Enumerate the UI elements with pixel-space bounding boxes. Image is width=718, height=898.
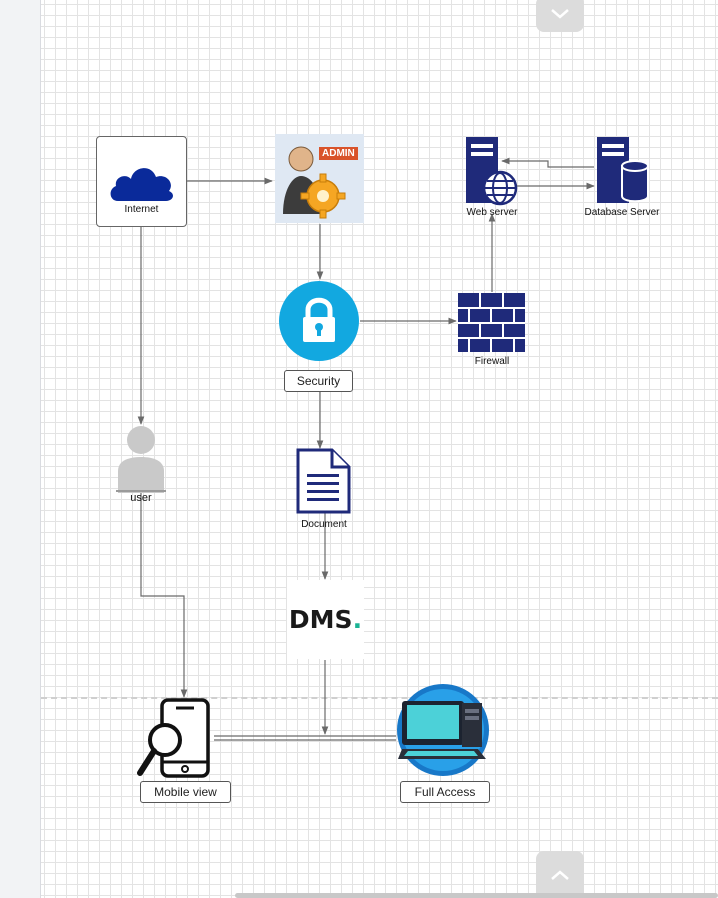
scroll-down-button[interactable] (536, 851, 584, 898)
database-server-label: Database Server (584, 207, 660, 218)
mobile-view-label: Mobile view (140, 781, 231, 803)
dms-logo-dot: . (352, 605, 363, 634)
left-rail (0, 0, 41, 898)
web-server-node[interactable] (462, 136, 522, 206)
edge-mobile-fullaccess (214, 735, 396, 741)
firewall-icon (458, 293, 525, 352)
desktop-computer-icon (397, 684, 489, 776)
document-node[interactable] (296, 448, 351, 514)
chevron-down-icon (551, 9, 569, 19)
full-access-label: Full Access (400, 781, 490, 803)
firewall-label: Firewall (474, 356, 510, 367)
admin-node[interactable]: ADMIN (275, 134, 364, 223)
document-icon (296, 448, 351, 514)
web-server-icon (466, 137, 518, 206)
security-label: Security (284, 370, 353, 392)
scroll-up-button[interactable] (536, 0, 584, 32)
internet-label: Internet (124, 204, 159, 215)
dms-node[interactable]: DMS. (287, 580, 364, 659)
mobile-search-icon (137, 698, 210, 778)
database-server-icon (597, 137, 649, 203)
chevron-up-icon (551, 869, 569, 880)
dms-logo-text: DMS (288, 605, 353, 634)
padlock-icon (279, 281, 359, 361)
page-break-line (41, 697, 718, 699)
dms-logo: DMS. (289, 605, 362, 634)
database-server-node[interactable] (596, 136, 652, 206)
document-label: Document (301, 519, 347, 530)
edge-user-mobile (140, 492, 188, 698)
horizontal-scrollbar[interactable] (235, 893, 718, 898)
mobile-view-node[interactable] (136, 698, 210, 778)
internet-node[interactable]: Internet (96, 136, 187, 227)
firewall-node[interactable] (458, 293, 525, 353)
user-node[interactable] (114, 425, 168, 495)
user-icon (116, 426, 166, 493)
full-access-node[interactable] (396, 683, 492, 777)
web-server-label: Web server (466, 207, 518, 218)
edge-db-webserver (501, 157, 594, 168)
cloud-icon (110, 168, 173, 201)
security-node[interactable] (279, 281, 360, 362)
user-label: user (130, 492, 152, 504)
admin-badge: ADMIN (319, 147, 358, 160)
